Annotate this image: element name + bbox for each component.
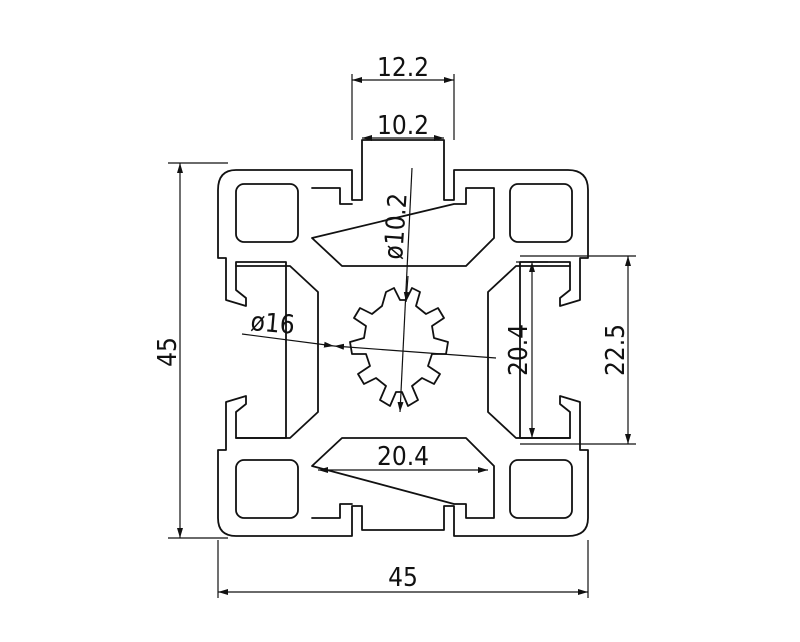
dim-label-d16: ø16 <box>249 307 296 341</box>
dim-core-height: 20.4 <box>504 261 548 439</box>
inner-webs <box>235 187 571 519</box>
cavity-bottom-right <box>509 459 573 519</box>
bottom-channel <box>311 437 495 519</box>
dim-label-d10-2: ø10.2 <box>379 192 414 260</box>
dim-center-bore: ø10.2 <box>379 167 414 413</box>
dim-width: 45 <box>217 540 589 598</box>
center-star-bore <box>349 287 449 407</box>
corner-cavities <box>235 183 573 519</box>
dim-label-45-h: 45 <box>153 337 183 367</box>
dim-label-12-2: 12.2 <box>377 53 429 83</box>
dim-line-d10-2 <box>397 167 413 413</box>
dim-label-20-4-h: 20.4 <box>377 442 429 472</box>
cavity-top-left <box>235 183 299 243</box>
cavity-top-right <box>509 183 573 243</box>
dim-label-20-4-v: 20.4 <box>504 324 534 376</box>
dim-core-width: 20.4 <box>318 442 488 473</box>
left-channel <box>235 265 319 439</box>
dim-label-45-w: 45 <box>388 563 418 593</box>
dim-slot-pitch: 22.5 <box>520 255 636 445</box>
dim-label-10-2: 10.2 <box>377 111 429 141</box>
dim-slot-inner: 10.2 <box>362 111 444 141</box>
dim-outer-circle: ø16 <box>241 307 497 359</box>
dim-line-d16 <box>241 333 335 348</box>
dim-height: 45 <box>153 162 228 539</box>
profile-outline <box>217 139 589 537</box>
cavity-bottom-left <box>235 459 299 519</box>
outer-contour <box>217 139 589 537</box>
dim-slot-outer: 12.2 <box>351 53 455 140</box>
dim-label-22-5: 22.5 <box>601 324 631 376</box>
center-bore <box>349 287 449 407</box>
top-channel <box>311 187 495 267</box>
